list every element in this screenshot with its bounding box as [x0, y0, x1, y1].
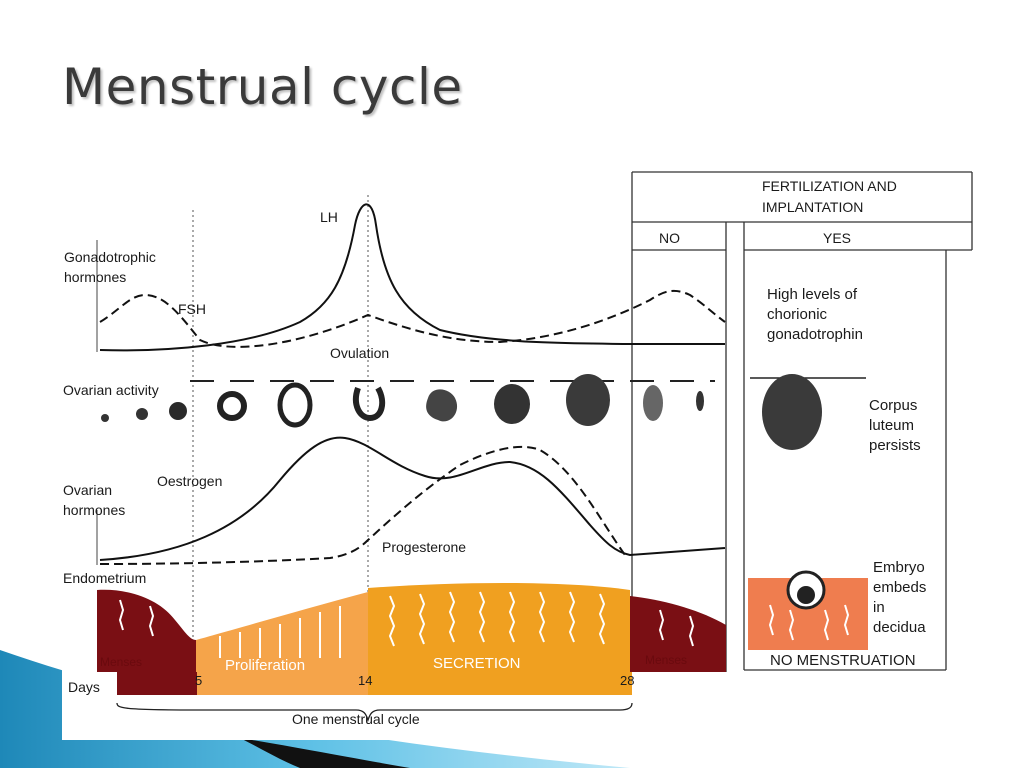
proliferation-label: Proliferation [225, 657, 305, 674]
fertilization-header-line1: FERTILIZATION AND [762, 178, 897, 194]
corpus-luteum-persists-image [762, 374, 822, 450]
corpus-luteum-stage-3 [566, 374, 610, 426]
black-swoosh [240, 738, 410, 768]
gonadotrophic-label-line2: hormones [64, 269, 126, 285]
follicle-stage-5 [277, 382, 313, 428]
progesterone-label: Progesterone [382, 539, 466, 555]
days-label: Days [68, 679, 100, 695]
corpus-albicans-stage-2 [696, 391, 704, 411]
implanted-embryo-image [768, 570, 850, 641]
embryo-label-line4: decidua [873, 619, 926, 636]
lh-curve [99, 203, 726, 352]
menses-2-label: Menses [645, 653, 687, 667]
corpus-luteum-stage-2 [494, 384, 530, 424]
corpus-luteum-stage-1 [426, 389, 458, 422]
follicle-stage-3 [169, 402, 187, 420]
embryo-label-line1: Embryo [873, 559, 925, 576]
day-5-label: 5 [195, 673, 202, 688]
days-secretion-segment [368, 672, 632, 695]
cycle-label: One menstrual cycle [292, 711, 420, 727]
corpus-albicans-stage-1 [643, 385, 663, 421]
fertilization-header-line2: IMPLANTATION [762, 199, 863, 215]
no-menstruation-label: NO MENSTRUATION [770, 652, 916, 669]
ovary-stages [101, 374, 822, 450]
follicle-stage-1 [101, 414, 109, 422]
embryo-label-line2: embeds [873, 579, 926, 596]
endometrium-label: Endometrium [63, 570, 146, 586]
slide-title: Menstrual cycle [62, 58, 463, 116]
hcg-label-line3: gonadotrophin [767, 326, 863, 343]
ovarian-hormones-label-line2: hormones [63, 502, 125, 518]
hcg-label-line1: High levels of [767, 286, 858, 303]
embryo-label-line3: in [873, 599, 885, 616]
fertilization-header [631, 171, 973, 672]
ovarian-activity-label: Ovarian activity [63, 382, 159, 398]
days-menses-segment [117, 672, 197, 695]
follicle-stage-4 [217, 391, 247, 421]
lh-label: LH [320, 209, 338, 225]
day-28-label: 28 [620, 673, 634, 688]
follicle-stage-2 [136, 408, 148, 420]
secretion-label: SECRETION [433, 655, 521, 672]
day-14-label: 14 [358, 673, 372, 688]
ovulation-label: Ovulation [330, 345, 389, 361]
corpus-label-line2: luteum [869, 417, 914, 434]
fertilization-yes-label: YES [823, 230, 851, 246]
fsh-curve [99, 289, 726, 348]
hcg-label-line2: chorionic [767, 306, 828, 323]
oestrogen-label: Oestrogen [157, 473, 222, 489]
corpus-label-line1: Corpus [869, 397, 917, 414]
ovarian-hormones-label-line1: Ovarian [63, 482, 112, 498]
endometrial-gland-wisps [118, 591, 695, 658]
corpus-label-line3: persists [869, 437, 921, 454]
menses-1-band [97, 589, 196, 672]
gonadotrophic-label-line1: Gonadotrophic [64, 249, 156, 265]
cycle-brace [116, 702, 633, 723]
menses-2-band [630, 596, 726, 672]
oestrogen-curve [99, 436, 726, 561]
fertilization-no-label: NO [659, 230, 680, 246]
menses-1-label: Menses [100, 655, 142, 669]
secretion-band [368, 583, 630, 672]
fsh-label: FSH [178, 301, 206, 317]
ovulating-follicle [352, 386, 386, 422]
progesterone-curve [99, 445, 626, 565]
days-proliferation-segment [197, 672, 368, 695]
